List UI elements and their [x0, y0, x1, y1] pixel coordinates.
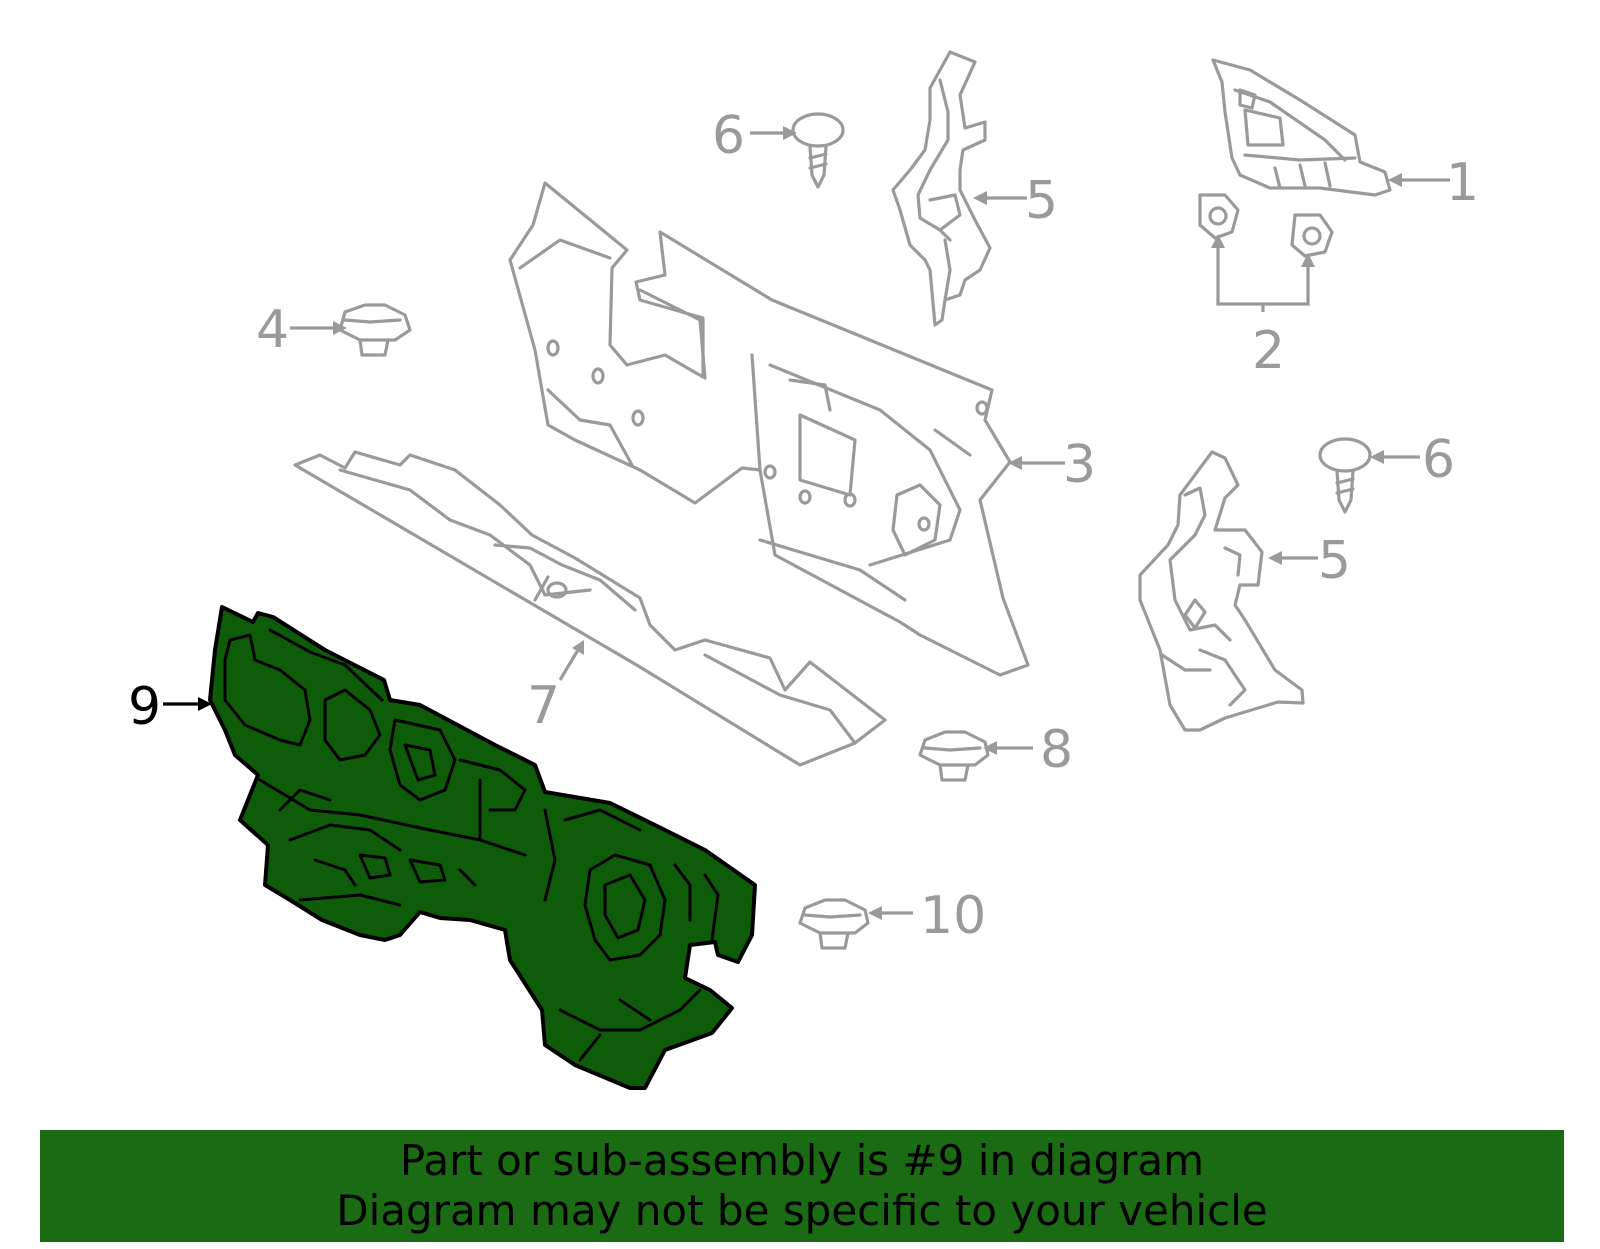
part-3-dash-panel [508, 181, 1030, 677]
callout-5-upper: 5 [1025, 171, 1058, 231]
callout-9: 9 [128, 677, 161, 737]
callout-2: 2 [1252, 321, 1285, 381]
callout-arrows [163, 126, 1450, 920]
callout-4: 4 [256, 300, 289, 360]
callout-6-upper: 6 [712, 106, 745, 166]
part-10-clip [798, 898, 870, 950]
banner-line-1: Part or sub-assembly is #9 in diagram [399, 1136, 1205, 1185]
callout-6-lower: 6 [1422, 430, 1455, 490]
callout-8: 8 [1040, 720, 1073, 780]
callout-1: 1 [1446, 153, 1479, 213]
part-4-clip [338, 303, 412, 357]
callout-5-lower: 5 [1318, 531, 1351, 591]
part-9-insulator-highlighted [208, 605, 757, 1090]
info-banner: Part or sub-assembly is #9 in diagram Di… [40, 1130, 1564, 1242]
part-6-screw-lower [1318, 437, 1372, 514]
part-2-nuts [1198, 193, 1334, 312]
part-5-lower-bracket [1138, 450, 1305, 732]
part-7-reinforcement [293, 450, 887, 767]
callout-labels: 1 2 3 4 5 5 6 6 7 8 9 10 [128, 106, 1479, 946]
part-8-clip [918, 730, 990, 782]
banner-line-2: Diagram may not be specific to your vehi… [336, 1186, 1268, 1235]
part-5-upper-bracket [891, 50, 992, 327]
callout-10: 10 [920, 886, 986, 946]
part-6-screw-upper [791, 112, 845, 189]
callout-3: 3 [1063, 435, 1096, 495]
part-1-bracket [1211, 58, 1392, 197]
callout-7: 7 [527, 676, 560, 736]
